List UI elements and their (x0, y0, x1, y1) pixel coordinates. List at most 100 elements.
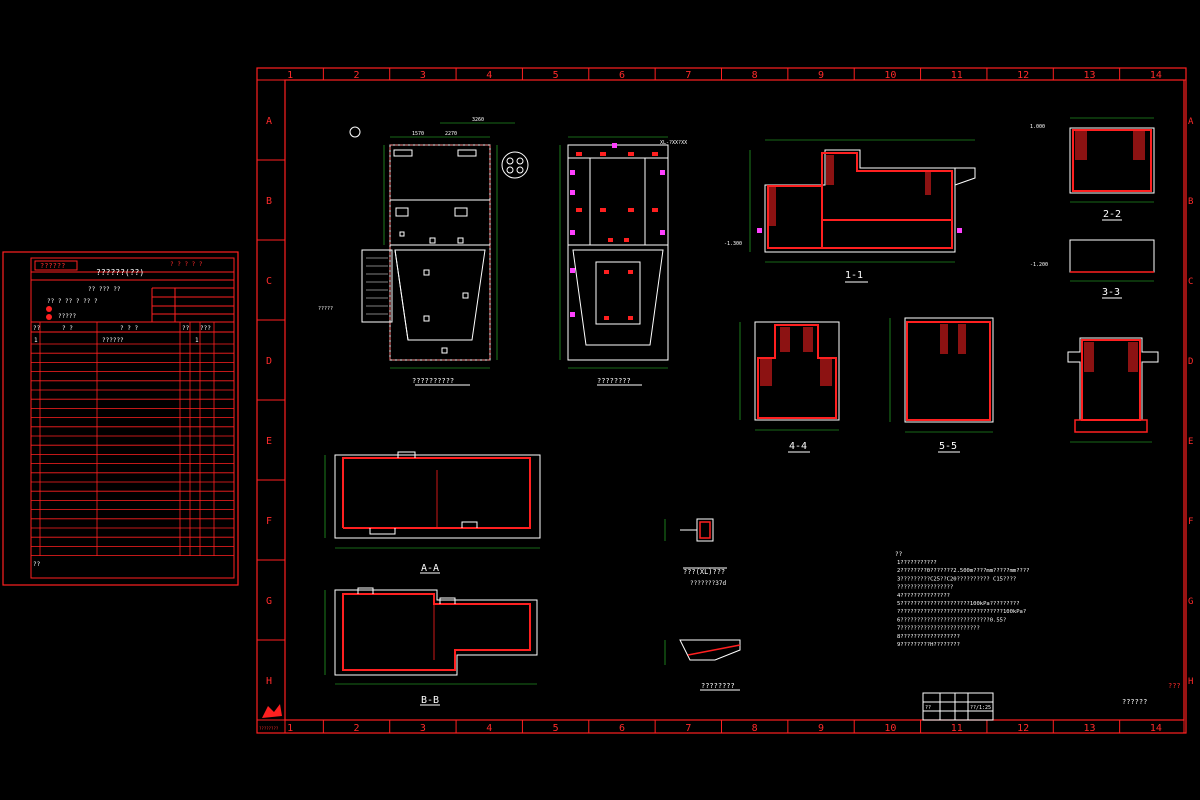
left-table-grid (31, 322, 234, 556)
frame-row-label: D (1188, 357, 1193, 367)
detail-1: ???(XL)??? ???????37d (664, 518, 727, 587)
sec22-elev: 1.000 (1030, 124, 1045, 130)
left-col-3: ? ? ? (120, 325, 138, 332)
note-line: 8?????????????????? (897, 634, 960, 640)
frame-col-label: 13 (1083, 70, 1095, 81)
detail-2-title: ???????? (701, 682, 735, 690)
note-line: 5?????????????????????100kPa????????? (897, 601, 1020, 607)
plan-dim-1: 1570 (412, 131, 424, 137)
left-first-row-name: ?????? (102, 337, 124, 344)
left-row-four: ????? (58, 313, 76, 320)
section-b-b: B-B (324, 587, 538, 706)
plan-stair-note: ????? (318, 306, 333, 312)
plan-dim-3: 2270 (445, 131, 457, 137)
frame-row-label: B (1188, 197, 1193, 207)
section-3-3-label: 3-3 (1102, 287, 1120, 298)
note-line: 4??????????????? (897, 593, 950, 599)
left-sheet: ?????? ??????(??) ? ? ? ? ? ?? ??? ?? ??… (2, 251, 239, 586)
frame-col-label: 10 (884, 70, 896, 81)
frame-row-label: H (1188, 677, 1193, 687)
frame-col-label: 12 (1017, 70, 1029, 81)
frame-col-label: 10 (884, 723, 896, 734)
section-1-1: -1.300 1-1 (724, 139, 976, 283)
plan-dim-2: 3260 (472, 117, 484, 123)
plan-view-2: XL-?XX?XX ???????? (559, 136, 687, 386)
note-line: 1??????????? (897, 560, 937, 566)
note-line: 3?????????C25??C20?????????? C15???? (897, 576, 1016, 582)
left-col-5: ??? (200, 325, 211, 332)
frame-col-label: 1 (287, 70, 293, 81)
frame-col-label: 6 (619, 70, 625, 81)
note-line: ????????????????????????????????100kPa? (897, 609, 1026, 615)
company-logo (262, 704, 282, 718)
section-5-5-label: 5-5 (939, 441, 957, 452)
section-2-2: 1.000 2-2 (1030, 117, 1155, 221)
plan-1-title: ?????????? (412, 377, 454, 385)
frame-col-label: 12 (1017, 723, 1029, 734)
notes-heading: ?? (895, 551, 903, 558)
frame-col-label: 2 (354, 70, 360, 81)
frame-col-label: 9 (818, 70, 824, 81)
detail-2: ???????? (664, 639, 741, 691)
detail-1-title: ???(XL)??? (683, 568, 725, 576)
title-code: ??/1:25 (970, 705, 991, 711)
frame-row-label: F (266, 516, 272, 527)
section-4-4: 4-4 (739, 321, 840, 453)
section-2-2-label: 2-2 (1103, 209, 1121, 220)
left-header-title: ??????(??) (96, 268, 144, 277)
left-col-1: ?? (33, 325, 41, 332)
left-header-label: ?????? (40, 262, 65, 270)
frame-col-label: 4 (486, 723, 492, 734)
sec33-elev: -1.200 (1030, 262, 1048, 268)
note-line: ????????????????? (897, 585, 953, 591)
frame-col-label: 1 (287, 723, 293, 734)
section-3-3: -1.200 3-3 (1030, 239, 1155, 299)
frame-col-label: 13 (1083, 723, 1095, 734)
section-right (1067, 337, 1159, 443)
frame-row-label: E (1188, 437, 1193, 447)
frame-row-label: C (1188, 277, 1193, 287)
title-status: ??? (1168, 682, 1181, 690)
frame-col-label: 8 (752, 723, 758, 734)
left-first-row-qty: 1 (195, 337, 199, 344)
note-line: 7???????????????????????? (897, 626, 980, 632)
plan-view-1: 1570 3260 2270 ????? ?????????? (318, 117, 529, 386)
title-project: ?????? (1122, 698, 1147, 706)
section-1-1-label: 1-1 (845, 270, 863, 281)
detail-1-sub: ???????37d (690, 580, 727, 587)
title-block: ?? ??/1:25 ?????? ??? ???????? (259, 682, 1181, 731)
frame-col-label: 8 (752, 70, 758, 81)
frame-col-label: 3 (420, 723, 426, 734)
section-a-a-label: A-A (421, 563, 439, 574)
frame-col-label: 11 (951, 723, 963, 734)
frame-row-label: F (1188, 517, 1193, 527)
left-row-two: ?? ??? ?? (88, 286, 121, 293)
frame-col-label: 6 (619, 723, 625, 734)
frame-col-label: 2 (354, 723, 360, 734)
frame-col-label: 7 (685, 70, 691, 81)
frame-col-label: 14 (1150, 70, 1162, 81)
frame-col-label: 5 (553, 723, 559, 734)
note-line: 6???????????????????????????0.55? (897, 617, 1006, 623)
frame-col-label: 5 (553, 70, 559, 81)
frame-row-label: A (1188, 117, 1194, 127)
left-footer: ?? (33, 561, 41, 568)
frame-row-label: D (266, 356, 272, 367)
frame-col-label: 7 (685, 723, 691, 734)
frame-row-label: H (266, 676, 272, 687)
red-dot-marker (46, 306, 52, 312)
frame-row-label: A (266, 116, 272, 127)
left-header-small: ? ? ? ? ? (170, 261, 203, 268)
section-a-a: A-A (324, 451, 541, 574)
red-dot-marker (46, 314, 52, 320)
left-first-row-no: 1 (34, 337, 38, 344)
notes-block: ?? 1???????????2????????0???????2.500m??… (895, 551, 1029, 648)
frame-col-label: 3 (420, 70, 426, 81)
plan-2-title: ???????? (597, 377, 631, 385)
left-row-three: ?? ? ?? ? ?? ? (47, 298, 98, 305)
frame-row-label: B (266, 196, 272, 207)
frame-col-label: 11 (951, 70, 963, 81)
section-5-5: 5-5 (889, 317, 994, 453)
